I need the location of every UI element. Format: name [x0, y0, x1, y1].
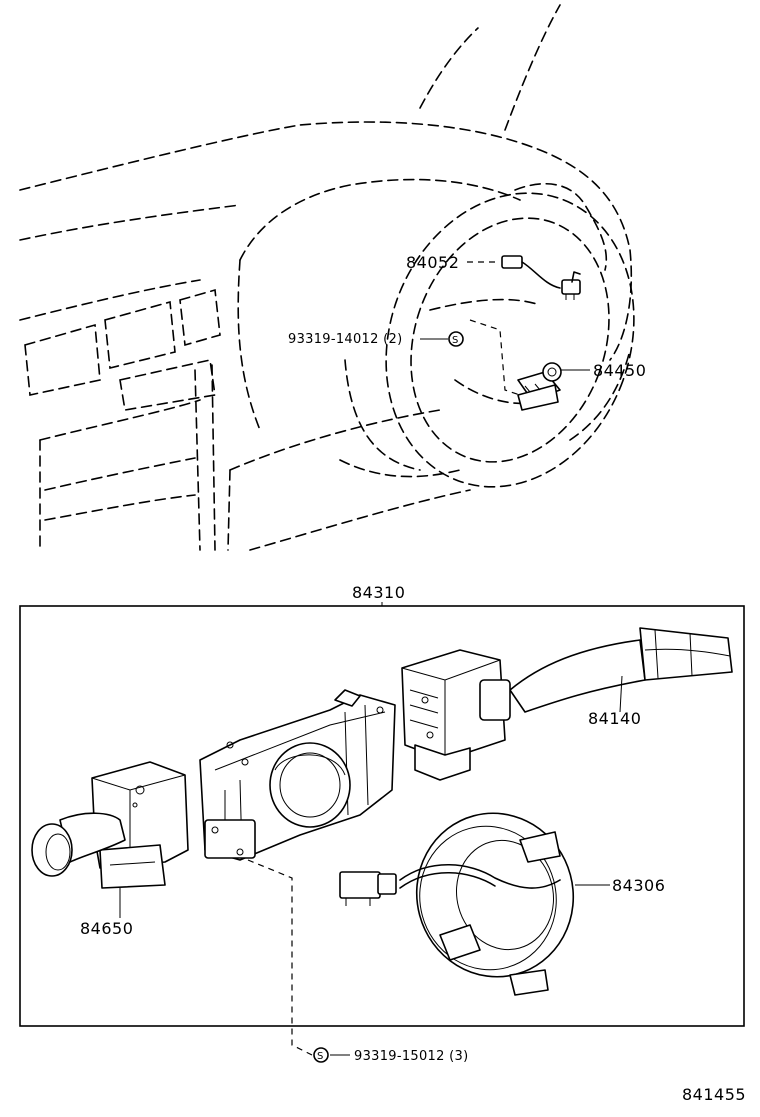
assembly-box-84310	[19, 605, 745, 1027]
diagram-id: 841455	[682, 1085, 746, 1104]
label-93319-15012: 93319-15012 (3)	[354, 1049, 468, 1064]
label-84306: 84306	[612, 876, 665, 895]
svg-text:S: S	[317, 1051, 323, 1062]
screw-symbol-icon: S	[448, 331, 464, 347]
label-93319-14012: 93319-14012 (2)	[288, 332, 402, 347]
label-84052: 84052	[406, 253, 459, 272]
leader-84140	[619, 675, 623, 713]
switch-bracket-body	[199, 689, 396, 861]
leader-93319-15012	[247, 859, 313, 1056]
airbag-connector-84052	[501, 255, 581, 300]
label-84310: 84310	[352, 583, 405, 602]
label-84650: 84650	[80, 919, 133, 938]
cruise-switch-84450	[517, 362, 562, 411]
svg-text:S: S	[452, 335, 458, 346]
spiral-cable-84306	[339, 812, 575, 996]
dashboard-outline	[19, 4, 633, 551]
wiper-switch-84650	[31, 761, 189, 889]
label-84140: 84140	[588, 709, 641, 728]
leader-screw-to-switch	[469, 319, 521, 396]
lever-switch-84140	[401, 627, 733, 781]
screw-symbol-icon: S	[313, 1047, 329, 1063]
label-84450: 84450	[593, 361, 646, 380]
